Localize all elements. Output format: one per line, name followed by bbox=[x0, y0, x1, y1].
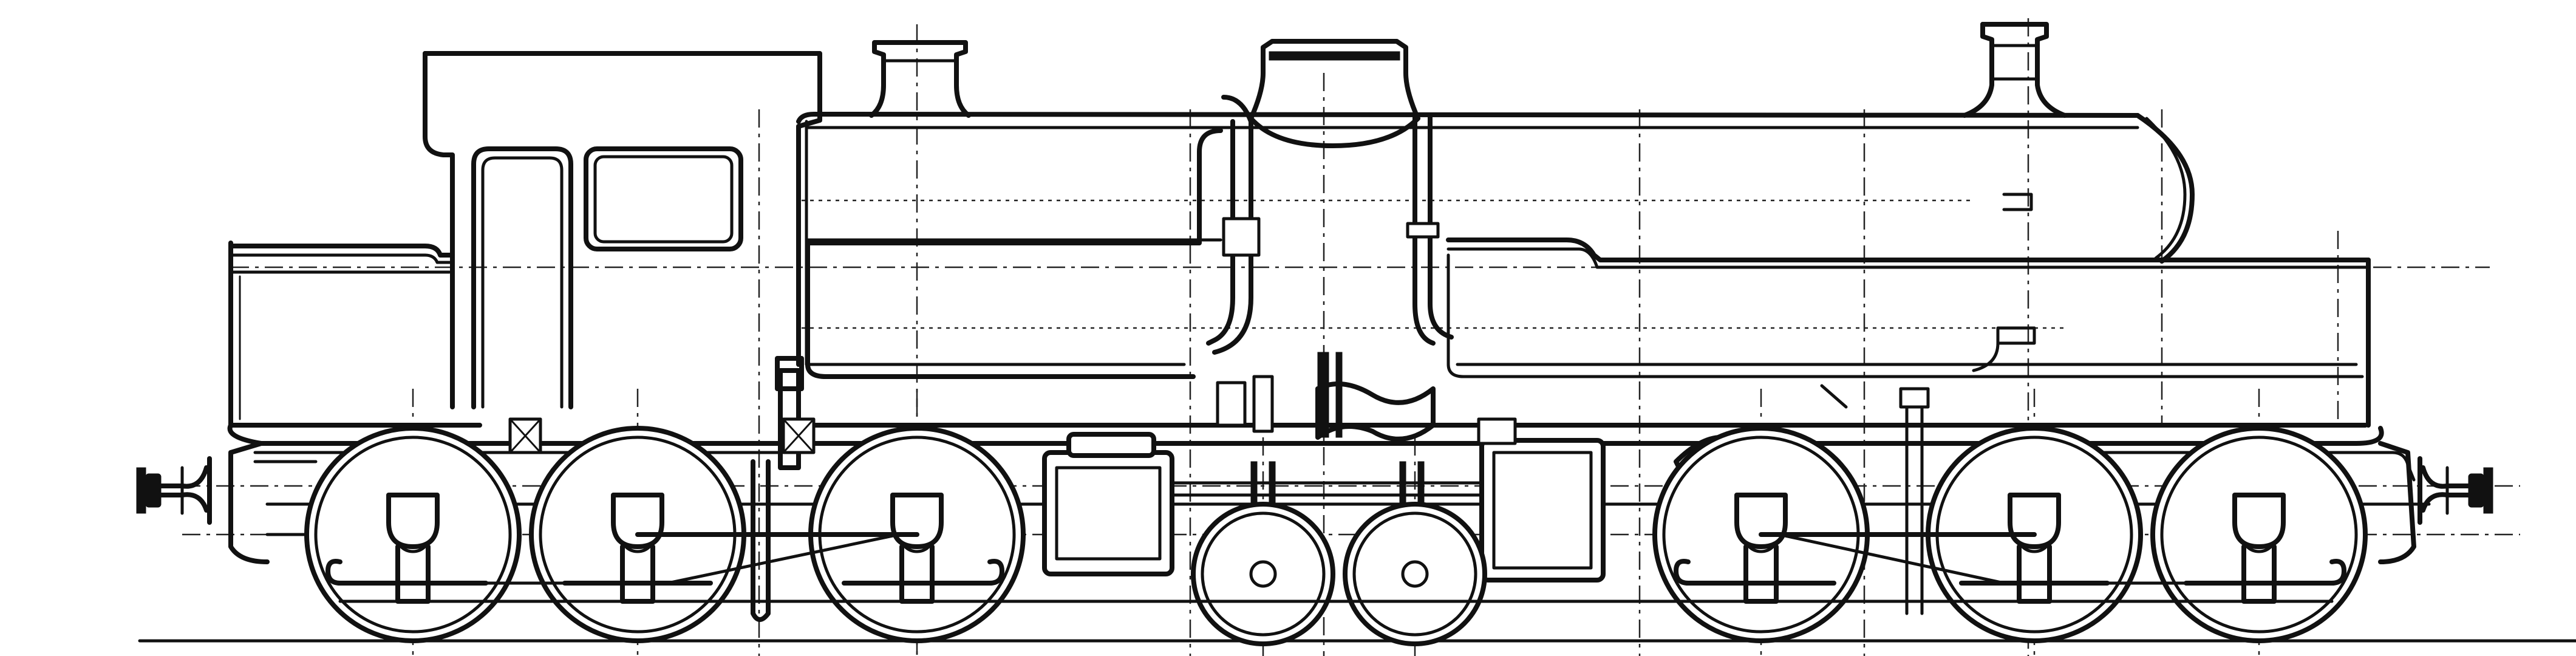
carrying-wheel-1 bbox=[1191, 502, 1335, 646]
springs bbox=[325, 559, 2346, 586]
carrying-wheels bbox=[1191, 502, 1487, 646]
cab bbox=[228, 51, 822, 428]
cab-door bbox=[471, 146, 573, 409]
chimney bbox=[1962, 22, 2067, 118]
carrying-wheel-2 bbox=[1343, 502, 1487, 646]
cab-window bbox=[584, 146, 743, 251]
steam-dome bbox=[1249, 39, 1420, 148]
cylinder-block bbox=[1042, 417, 1745, 583]
rear-buffer bbox=[136, 465, 212, 515]
brake-rigging bbox=[338, 532, 2334, 603]
steam-pipes bbox=[1206, 95, 1454, 442]
steps bbox=[508, 417, 816, 454]
boiler bbox=[796, 22, 2371, 428]
safety-valve bbox=[869, 40, 971, 118]
front-buffer bbox=[2418, 465, 2493, 515]
